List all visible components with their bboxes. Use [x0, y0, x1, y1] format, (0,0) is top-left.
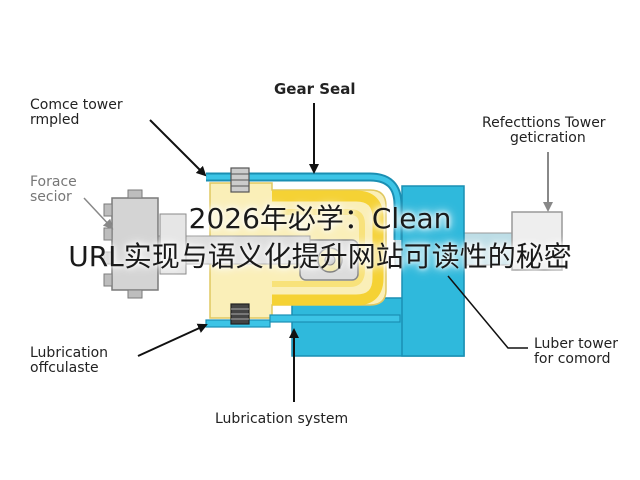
top-bolt — [230, 167, 250, 193]
left-gear — [103, 189, 311, 299]
leader-lines — [83, 103, 553, 402]
label-luber-tower: Luber tower for comord — [534, 336, 619, 367]
gear-center — [299, 239, 359, 281]
gear-seal-ring — [272, 190, 384, 306]
label-refections-tower: Refecttions Tower geticration — [482, 115, 606, 146]
label-comce-tower: Comce tower rmpled — [30, 97, 123, 128]
bottom-bolt — [230, 303, 250, 325]
label-gear-seal: Gear Seal — [274, 80, 356, 98]
top-seal-strip — [206, 172, 403, 240]
label-lubrication-system: Lubrication system — [215, 411, 349, 427]
label-forace-secior: Forace secior — [30, 174, 77, 205]
watermark-overlay-text: 2026年必学：Clean URL实现与语义化提升网站可读性的秘密 — [68, 202, 572, 273]
label-lubrication-offculaste: Lubrication offculaste — [30, 345, 109, 376]
